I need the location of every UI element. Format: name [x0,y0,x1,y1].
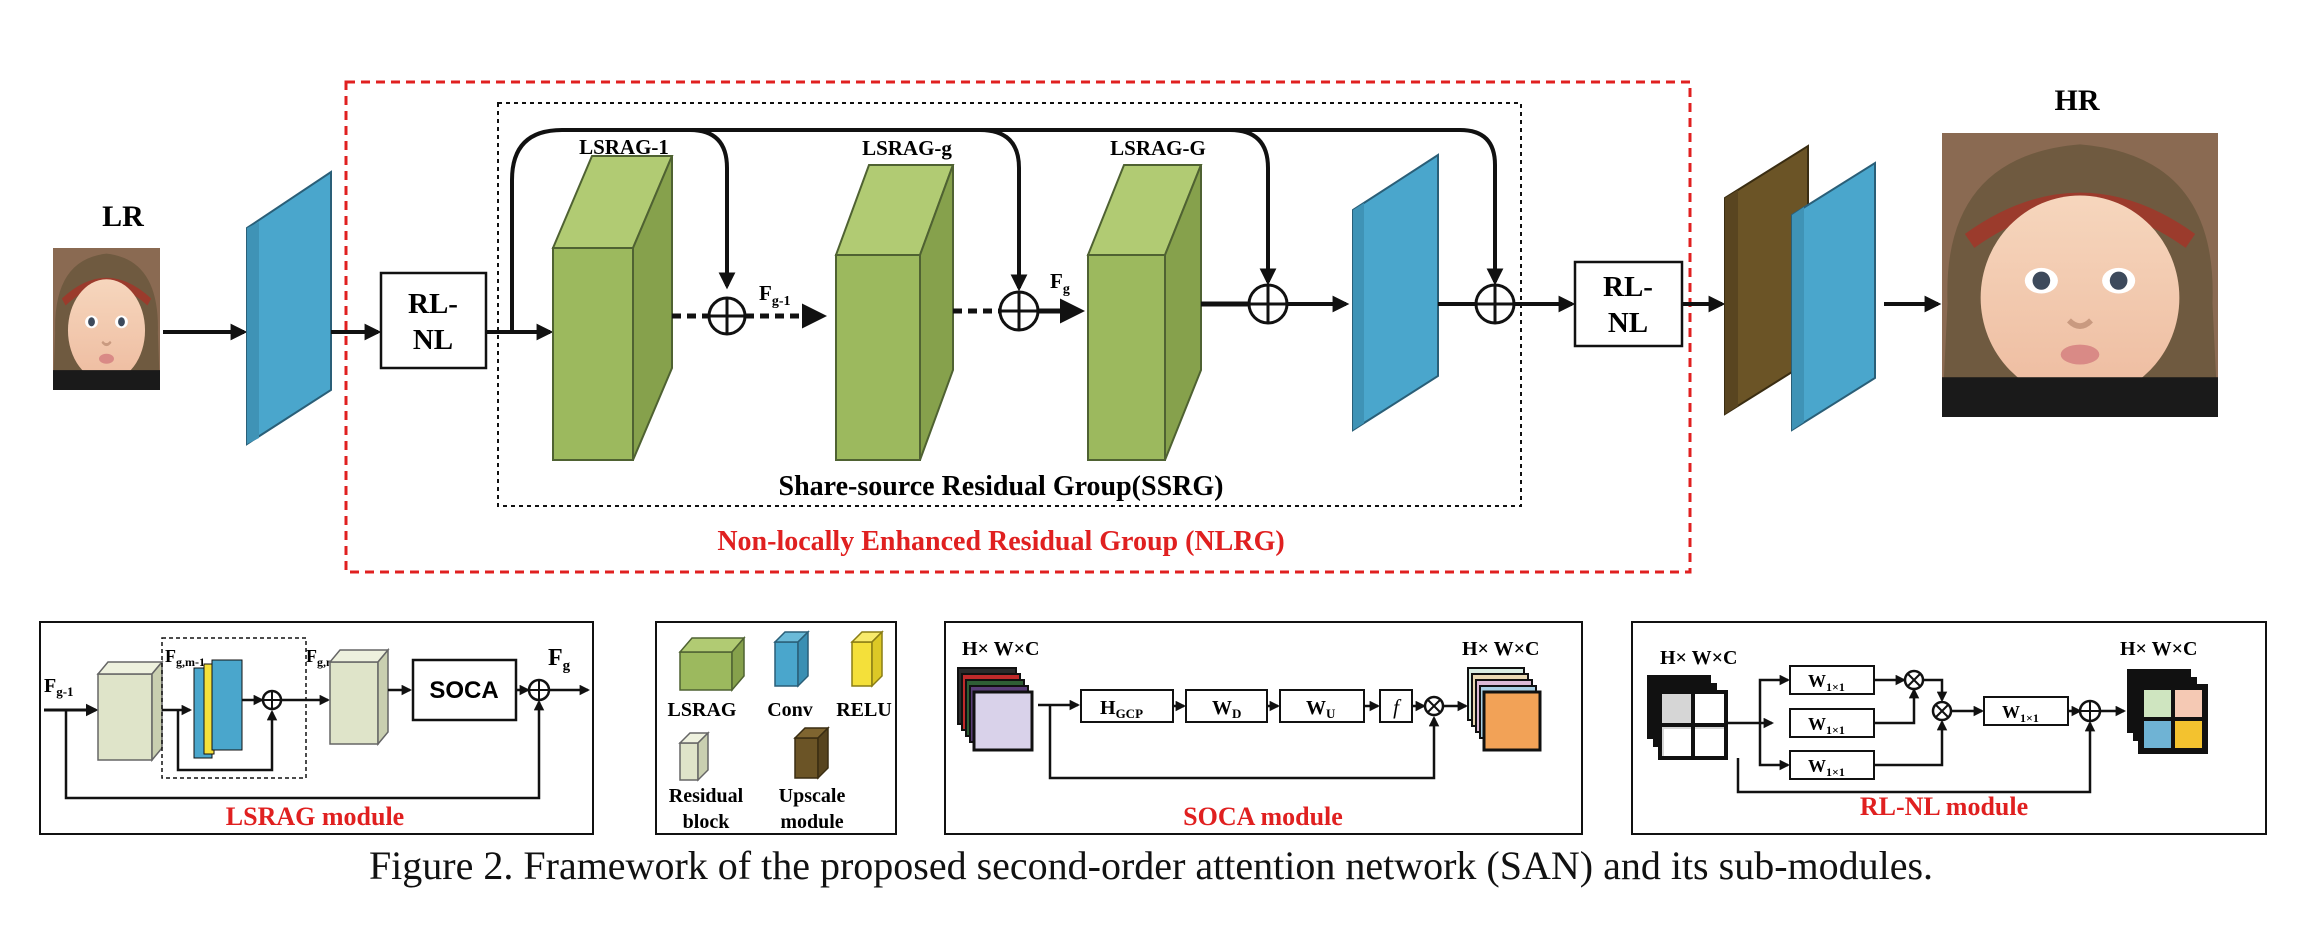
share-source-skip-line [510,128,1497,332]
rlnl-in-dim: H× W×C [1660,647,1737,669]
lr-image [53,248,160,390]
rlnl-out-dim: H× W×C [2120,638,2197,660]
rlnl-w4-box: W1×1 [1983,696,2069,726]
legend-panel: LSRAG Conv RELU Residual block Upscale m… [655,621,897,835]
soca-out-dim: H× W×C [1462,638,1539,660]
soca-hgcp-box: HGCP [1080,689,1174,723]
sum-node-final [1474,283,1516,325]
soca-input-tensor [957,667,1034,752]
legend-relu-swatch [850,630,884,688]
rlnl-box-2-line1: RL- [1603,271,1653,303]
rlnl-input-tensor [1647,675,1728,760]
lr-label: LR [102,200,144,233]
skip-drop-g [979,128,1028,292]
lsrag-g-label: LSRAG-g [862,136,952,160]
soca-hgcp-label: HGCP [1100,697,1143,721]
legend-conv-swatch [773,630,810,688]
rlnl-box-1-line2: NL [413,324,453,356]
main-framework: LR RL- NL LSRAG-1 LSRAG-g [53,80,2218,574]
rlnl-box-1: RL- NL [379,271,488,370]
conv-slab-reconstruct [1791,161,1876,432]
lsrag-f-out-label: Fg [548,645,571,674]
lsrag-block-1 [551,155,674,461]
rlnl-w3-label: W1×1 [1808,756,1845,779]
legend-upscale-swatch [793,726,830,780]
soca-output-tensor [1467,667,1542,752]
legend-relu-label: RELU [836,699,892,721]
soca-module-panel: H× W×C HGCP WD WU f [944,621,1583,835]
lsrag-soca-label: SOCA [429,677,498,704]
rlnl-output-tensor [2127,669,2208,754]
rlnl-w3-box: W1×1 [1789,750,1875,780]
hr-label: HR [2055,84,2100,117]
sum-node-G [1247,283,1289,325]
rlnl-box-1-line1: RL- [408,288,458,320]
soca-f-box: f [1379,689,1413,723]
legend-residual-swatch [678,731,710,782]
skip-drop-G [1229,128,1277,286]
lsrag-residual-block-2 [328,647,390,747]
rlnl-multiply-node-1 [1903,669,1925,691]
lsrag-conv-relu-stack [193,659,243,759]
lsrag-1-label: LSRAG-1 [579,135,669,159]
lsrag-G-label: LSRAG-G [1110,136,1206,160]
lsrag-f-m1-label: Fg,m-1 [165,646,205,669]
legend-lsrag-swatch [678,635,746,693]
f-g-minus-1-label: Fg-1 [759,281,791,309]
rlnl-w1-box: W1×1 [1789,665,1875,695]
lsrag-sum-node-inner [261,689,283,711]
rlnl-sum-node [2078,699,2102,723]
conv-slab-shallow [246,170,332,446]
ssrg-title: Share-source Residual Group(SSRG) [779,471,1224,502]
rlnl-w4-label: W1×1 [2002,702,2039,725]
lsrag-sum-node-outer [527,678,551,702]
conv-slab-ssrg [1352,153,1439,432]
rlnl-w1-label: W1×1 [1808,671,1845,694]
lsrag-block-G [1086,164,1203,461]
hr-image [1942,133,2218,417]
soca-wd-label: WD [1212,697,1241,721]
legend-lsrag-label: LSRAG [668,699,737,721]
skip-drop-1 [689,128,736,290]
rlnl-multiply-node-2 [1931,700,1953,722]
soca-module-title: SOCA module [1183,802,1343,831]
legend-residual-label-1: Residual [669,785,744,807]
legend-residual-label-2: block [683,811,731,833]
lsrag-residual-block-1 [96,659,164,763]
lsrag-block-g [834,164,955,461]
legend-conv-label: Conv [767,699,813,721]
lsrag-module-title: LSRAG module [226,802,404,831]
soca-wu-box: WU [1279,689,1365,723]
legend-upscale-label-2: module [780,811,843,833]
lsrag-soca-box: SOCA [411,658,518,722]
figure-caption: Figure 2. Framework of the proposed seco… [368,843,1934,888]
legend-upscale-label-1: Upscale [779,785,846,807]
rlnl-w2-box: W1×1 [1789,708,1875,738]
rlnl-w2-label: W1×1 [1808,714,1845,737]
sum-node-1 [707,296,747,336]
soca-f-label: f [1393,695,1402,719]
lsrag-residual-unit-border [161,637,307,779]
nlrg-title: Non-locally Enhanced Residual Group (NLR… [717,526,1284,557]
soca-wd-box: WD [1185,689,1268,723]
soca-wu-label: WU [1306,697,1336,721]
rlnl-box-2-line2: NL [1608,307,1648,339]
rlnl-module-title: RL-NL module [1860,792,2028,821]
rlnl-module-panel: H× W×C W1×1 W1×1 W1×1 [1631,621,2267,835]
f-g-label: Fg [1050,269,1070,297]
nlrg-border [344,80,1692,574]
soca-multiply-node [1423,695,1445,717]
sum-node-g [998,290,1040,332]
lsrag-f-in-label: Fg-1 [44,675,74,699]
soca-in-dim: H× W×C [962,638,1039,660]
lsrag-module-panel: Fg-1 Fg,m-1 Fg,m [39,621,594,835]
rlnl-box-2: RL- NL [1573,260,1684,348]
